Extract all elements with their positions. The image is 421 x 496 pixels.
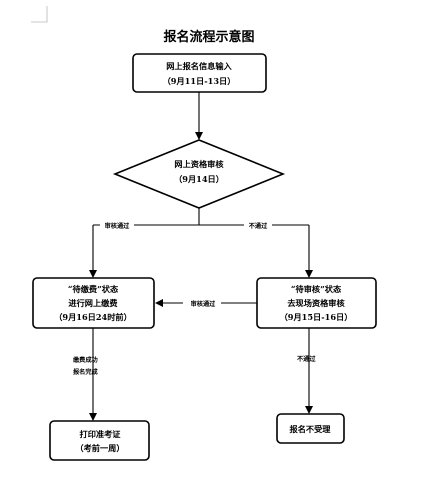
label-bg-review-fail (244, 219, 272, 230)
node-pending-payment: “待缴费”状态 进行网上缴费 （9月16日24时前） (32, 277, 155, 329)
edge-label-pay-done-2: 报名完成 (73, 368, 99, 376)
node-online-review-line2: （9月14日） (174, 174, 224, 184)
node-online-review: 网上资格审核 （9月14日） (112, 139, 286, 209)
edge-label-review-pass: 审核通过 (105, 222, 131, 230)
node-print-ticket-line1: 打印准考证 (80, 429, 122, 439)
edge-label-pay-done-1: 缴费成功 (73, 356, 98, 364)
node-not-accepted-box (276, 413, 345, 444)
edge-label-onsite-fail: 不通过 (297, 355, 316, 363)
node-info-input-line2: （9月11日-13日） (163, 76, 236, 86)
node-print-ticket: 打印准考证 （考前一周） (49, 420, 150, 461)
node-not-accepted-line1: 报名不受理 (290, 424, 332, 434)
label-bg-review-pass (100, 219, 134, 230)
node-pending-payment-line2: 进行网上缴费 (68, 298, 117, 308)
node-pending-review-line3: （9月15日-16日） (280, 312, 353, 322)
node-print-ticket-line2: （考前一周） (75, 443, 124, 453)
edge-label-review-fail: 不通过 (249, 222, 268, 230)
node-online-review-line1: 网上资格审核 (174, 159, 224, 169)
node-info-input-box (132, 53, 267, 93)
node-pending-review: “待审核”状态 去现场资格审核 （9月15日-16日） (256, 277, 377, 329)
label-bg-onsite-pass (183, 297, 221, 308)
node-pending-payment-line1: “待缴费”状态 (68, 284, 119, 294)
diagram-title: 报名流程示意图 (163, 29, 254, 45)
node-pending-payment-line3: （9月16日24时前） (54, 312, 132, 322)
node-not-accepted: 报名不受理 (276, 413, 345, 444)
node-pending-review-line1: “待审核”状态 (291, 284, 342, 294)
node-print-ticket-box (49, 420, 150, 461)
node-pending-review-line2: 去现场资格审核 (287, 298, 345, 308)
node-info-input-line1: 网上报名信息输入 (166, 61, 232, 71)
node-info-input: 网上报名信息输入 （9月11日-13日） (132, 53, 267, 93)
page-corner-mark (31, 6, 48, 23)
edge-label-onsite-pass: 审核通过 (191, 300, 217, 308)
